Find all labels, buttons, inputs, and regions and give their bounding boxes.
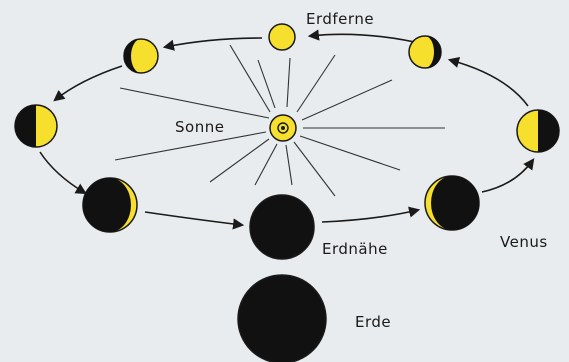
venus-waning-gibbous [123,38,159,74]
sun-rays [114,44,445,197]
earth [237,274,327,362]
sun [269,114,297,142]
label-sun: Sonne [175,118,225,136]
venus-last-quarter [14,104,58,148]
venus-new-perihelion [249,194,315,260]
label-aphelion: Erdferne [306,10,375,28]
venus-waxing-crescent [424,175,480,231]
label-venus: Venus [500,233,548,251]
label-perihelion: Erdnähe [322,240,388,258]
venus-waning-crescent [82,177,138,233]
venus-full-aphelion [268,23,296,51]
venus-first-quarter [516,109,560,153]
label-earth: Erde [355,313,392,331]
venus-waxing-gibbous [408,35,442,69]
